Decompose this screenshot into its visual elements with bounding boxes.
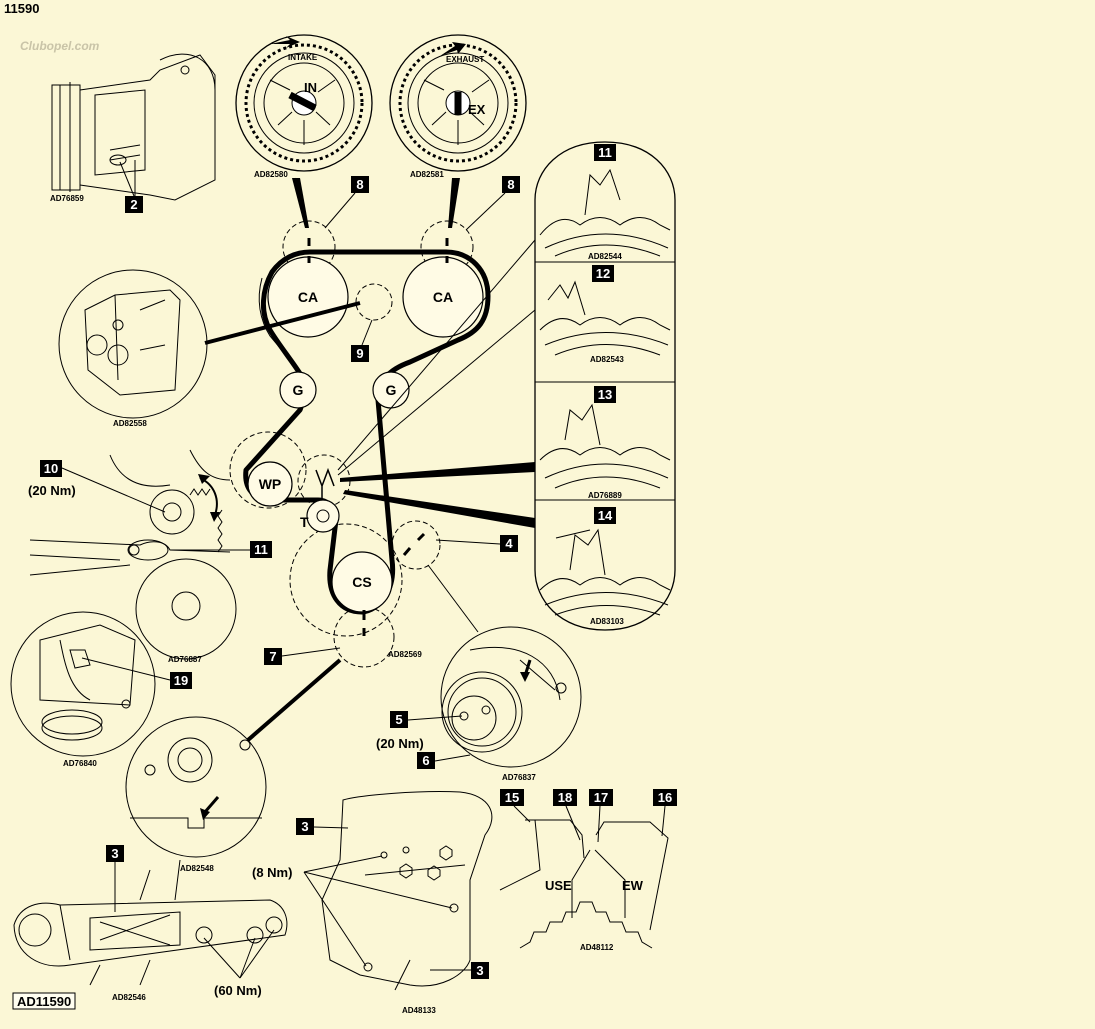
callout-14: 13 bbox=[598, 387, 612, 402]
callout-6: 6 bbox=[422, 753, 429, 768]
callout-3-top: 3 bbox=[301, 819, 308, 834]
callout-11: 11 bbox=[254, 542, 268, 557]
ref-ad82543: AD82543 bbox=[590, 355, 624, 364]
ref-ad82548: AD82548 bbox=[180, 864, 214, 873]
callout-4: 4 bbox=[505, 536, 513, 551]
ref-ad83103: AD83103 bbox=[590, 617, 624, 626]
detail-20: AD76840 bbox=[10, 611, 156, 768]
cover-text-ew: EW bbox=[622, 878, 644, 893]
ref-ad48133: AD48133 bbox=[402, 1006, 436, 1015]
callout-20: 19 bbox=[174, 673, 188, 688]
callout-17: 16 bbox=[658, 790, 672, 805]
callout-19: 18 bbox=[558, 790, 572, 805]
ref-ad76889: AD76889 bbox=[588, 491, 622, 500]
callout-7: 7 bbox=[269, 649, 276, 664]
callout-8-right: 8 bbox=[507, 177, 514, 192]
callout-1: 2 bbox=[130, 197, 137, 212]
callout-16: 15 bbox=[505, 790, 519, 805]
exhaust-sprocket-detail: EXHAUST EX AD82581 bbox=[389, 34, 527, 179]
water-pump-label: WP bbox=[259, 476, 282, 492]
callout-12: 11 bbox=[598, 145, 612, 160]
cam-pulley-left-label: CA bbox=[298, 289, 318, 305]
ref-ad76887: AD76887 bbox=[168, 655, 202, 664]
intake-label: INTAKE bbox=[288, 53, 318, 62]
callout-9: 9 bbox=[356, 346, 363, 361]
idler-left-label: G bbox=[293, 382, 304, 398]
callout-15: 14 bbox=[598, 508, 613, 523]
callout-8-left: 8 bbox=[356, 177, 363, 192]
callout-13: 12 bbox=[596, 266, 610, 281]
bracket-torque: (60 Nm) bbox=[214, 983, 262, 998]
ref-ad82546: AD82546 bbox=[112, 993, 146, 1002]
ref-ad82581: AD82581 bbox=[410, 170, 444, 179]
diagram-id: 11590 bbox=[4, 1, 39, 16]
detail-bracket: AD82546 bbox=[13, 859, 288, 1002]
ref-ad82558: AD82558 bbox=[113, 419, 147, 428]
detail-tooth-zooms: 11 AD82544 12 AD82543 13 AD76889 14 AD83… bbox=[534, 141, 676, 631]
detail-cam-lock-tool: AD82558 bbox=[58, 269, 208, 428]
cam-pulley-right-label: CA bbox=[433, 289, 453, 305]
detail-cover: AD48133 bbox=[321, 791, 493, 1015]
detail-crank-sprocket: AD82548 bbox=[125, 716, 267, 873]
ref-ad48112: AD48112 bbox=[580, 943, 614, 952]
ex-label: EX bbox=[468, 102, 486, 117]
watermark: Clubopel.com bbox=[20, 39, 100, 53]
callout-10: 10 bbox=[44, 461, 58, 476]
callout-18: 17 bbox=[594, 790, 608, 805]
tensioner-label: T bbox=[300, 514, 309, 530]
in-label: IN bbox=[304, 80, 317, 95]
detail-belt-marks: USE EW AD48112 bbox=[499, 819, 669, 952]
ref-ad76837: AD76837 bbox=[502, 773, 536, 782]
ref-ad76840: AD76840 bbox=[63, 759, 97, 768]
ref-ad82569: AD82569 bbox=[388, 650, 422, 659]
callout-3-bottom: 3 bbox=[476, 963, 483, 978]
belt-layout: CA CA G G WP T CS AD82569 bbox=[229, 220, 491, 668]
exhaust-label: EXHAUST bbox=[446, 55, 484, 64]
detail-tensioner-adjust: AD76887 bbox=[29, 449, 237, 664]
intake-sprocket-detail: INTAKE IN AD82580 bbox=[235, 34, 373, 179]
cover-bolt-torque: (8 Nm) bbox=[252, 865, 292, 880]
ref-ad76859: AD76859 bbox=[50, 194, 84, 203]
ref-ad82544: AD82544 bbox=[588, 252, 622, 261]
crankshaft-label: CS bbox=[352, 574, 371, 590]
callout-2: 3 bbox=[111, 846, 118, 861]
figure-code: AD11590 bbox=[17, 994, 71, 1009]
ref-ad82580: AD82580 bbox=[254, 170, 288, 179]
detail-tensioner-lock: AD76859 bbox=[50, 53, 216, 203]
tensioner-torque: (20 Nm) bbox=[28, 483, 76, 498]
callout-5: 5 bbox=[395, 712, 402, 727]
detail-crank-pulley: AD76837 bbox=[440, 626, 582, 782]
idler-right-label: G bbox=[386, 382, 397, 398]
crank-bolt-torque: (20 Nm) bbox=[376, 736, 424, 751]
cover-text-use: USE bbox=[545, 878, 572, 893]
